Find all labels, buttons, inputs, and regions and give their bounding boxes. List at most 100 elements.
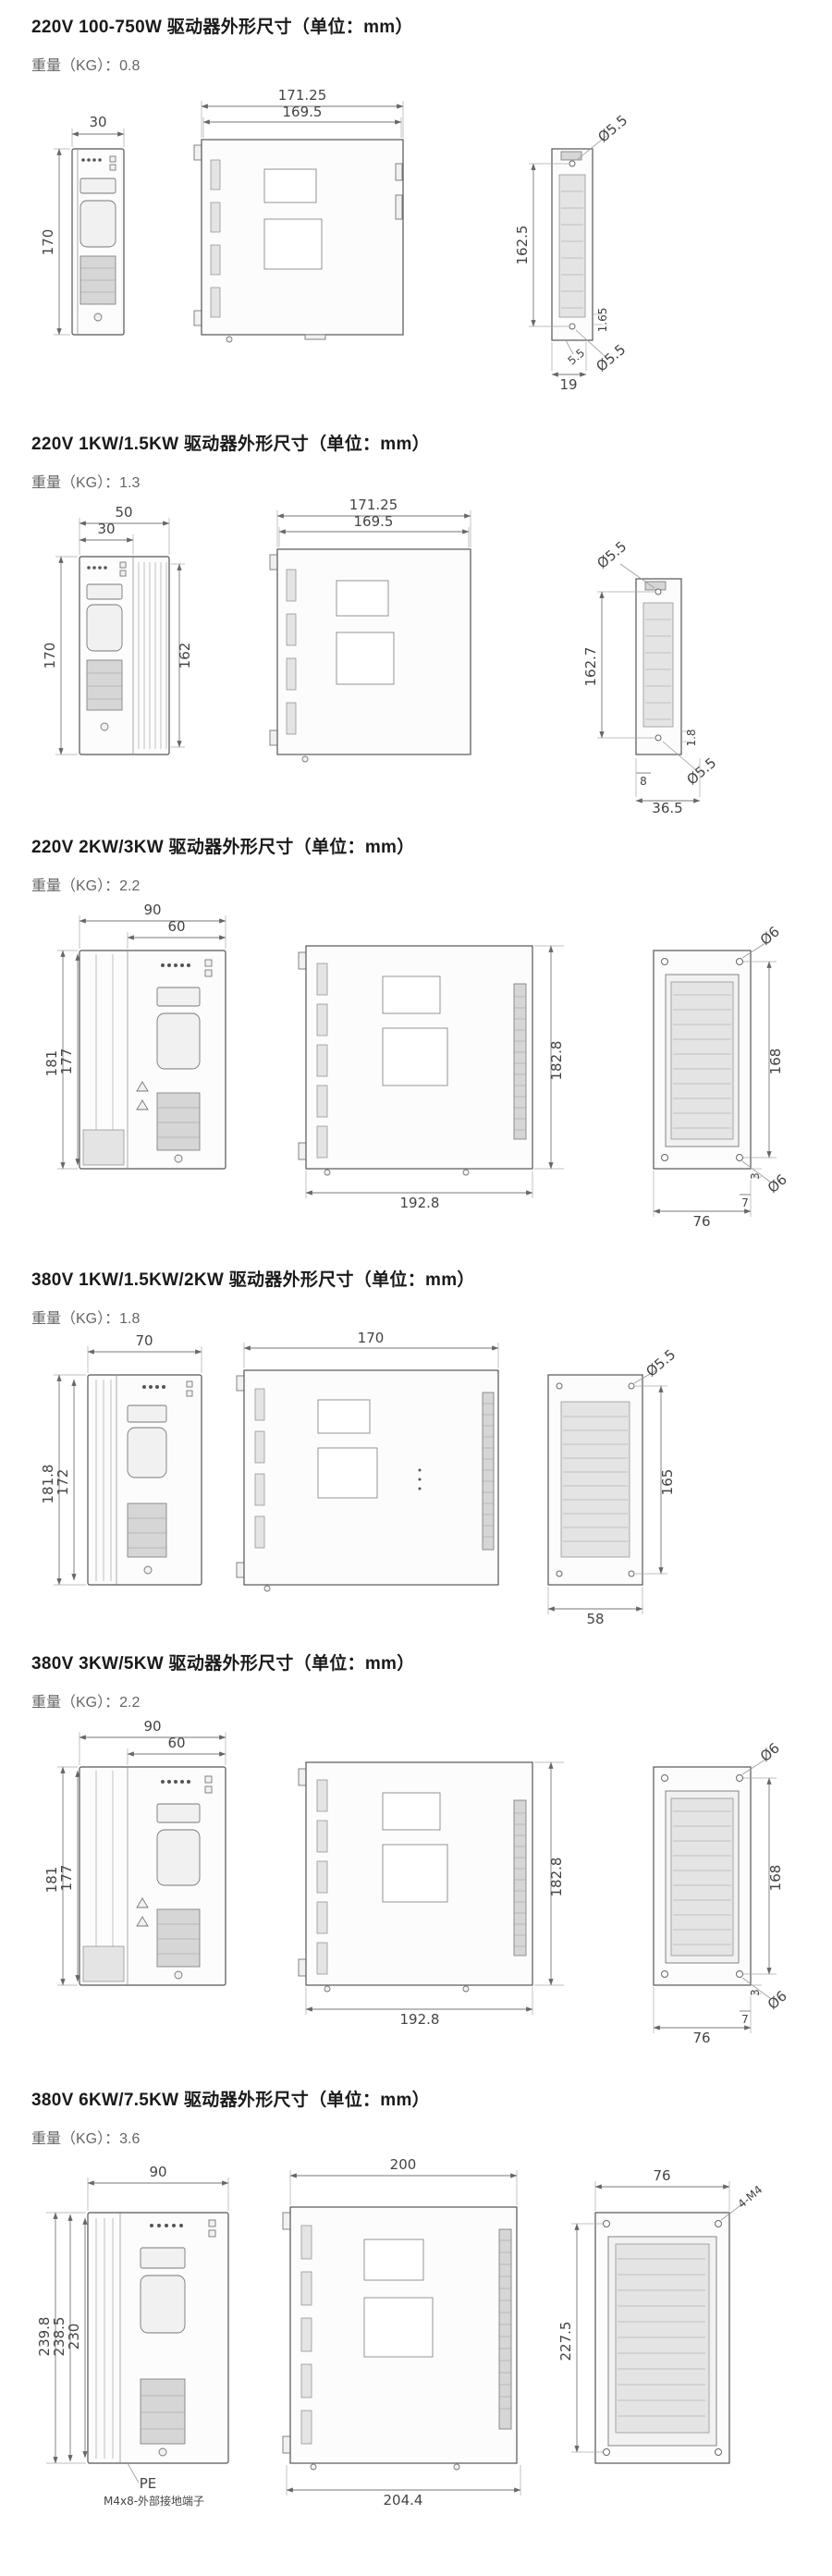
dim-bottom-edge: 3 [749, 1989, 762, 1996]
rear-view [653, 1766, 752, 1986]
dim-mount-hole-pitch: 168 [767, 1865, 784, 1892]
dim-front-height-inner: 172 [55, 1469, 71, 1496]
dim-top-hole-dia: Ø6 [757, 1739, 783, 1765]
front-view-dimensions: 90 60 181 177 [43, 1718, 226, 1986]
dim-mount-hole-pitch: 165 [659, 1469, 676, 1496]
dim-front-height: 170 [40, 229, 56, 256]
dim-rear-width: 76 [692, 2030, 710, 2046]
dim-front-width-outer: 90 [143, 902, 161, 918]
section-220v-100-750w: 220V 100-750W 驱动器外形尺寸（单位：mm） 重量（KG）：0.8 … [31, 13, 832, 430]
dim-front-width-outer: 90 [143, 1718, 161, 1735]
dim-side-width-outer: 171.25 [278, 87, 327, 104]
side-view [269, 548, 471, 763]
dim-side-width: 192.8 [400, 2011, 440, 2028]
dim-front-width: 30 [89, 114, 106, 130]
dim-bottom-offset: 36.5 [652, 800, 682, 815]
rear-view [547, 1374, 643, 1586]
dim-side-width-bottom: 204.4 [384, 2492, 423, 2509]
front-view-dimensions: 90 60 181 177 [43, 902, 226, 1170]
dim-side-height: 182.8 [548, 1858, 565, 1897]
dim-rear-width: 76 [653, 2167, 670, 2184]
dim-front-height-outer: 181 [43, 1867, 60, 1894]
dim-bottom-hole-dia: Ø6 [765, 1987, 790, 2013]
dim-side-width: 192.8 [400, 1195, 440, 1211]
dim-mount-hole-pitch: 168 [767, 1049, 784, 1075]
front-view [71, 148, 125, 336]
front-view-dimensions: 90 239.8 238.5 230 PE M4x8-外部接地端子 [36, 2164, 229, 2508]
dimension-drawing: 70 181.8 172 [40, 1331, 679, 1627]
section-380v-1kw-2kw: 380V 1KW/1.5KW/2KW 驱动器外形尺寸（单位：mm） 重量（KG）… [31, 1266, 832, 1650]
dim-top-hole-dia: Ø5.5 [642, 1346, 679, 1380]
section-title: 220V 1KW/1.5KW 驱动器外形尺寸（单位：mm） [31, 435, 430, 454]
dim-bottom-hole-offset: 7 [741, 2013, 749, 2026]
dim-front-height-inner: 177 [58, 1049, 75, 1075]
side-view [236, 1369, 499, 1592]
rear-view [594, 2212, 730, 2464]
weight-label: 重量（KG）：2.2 [31, 878, 141, 894]
dim-side-width-inner: 169.5 [283, 104, 323, 120]
front-view-dimensions: 70 181.8 172 [40, 1332, 202, 1586]
dim-bottom-slot: 5.5 [566, 346, 588, 367]
section-title: 380V 6KW/7.5KW 驱动器外形尺寸（单位：mm） [31, 2091, 430, 2110]
dimension-drawing: 30 170 171.25 [40, 87, 630, 393]
dimension-drawing: 50 30 170 162 [42, 497, 719, 815]
front-view [87, 2212, 229, 2464]
pe-note: M4x8-外部接地端子 [104, 2494, 204, 2508]
section-title: 380V 1KW/1.5KW/2KW 驱动器外形尺寸（单位：mm） [31, 1270, 475, 1290]
dim-bottom-edge: 3 [749, 1172, 762, 1180]
weight-label: 重量（KG）：2.2 [31, 1695, 141, 1711]
corner-hole-note: 4-M4 [735, 2183, 765, 2211]
dim-front-hole-pitch: 162 [177, 643, 193, 669]
front-view-dimensions: 30 170 [40, 114, 125, 336]
rear-view [635, 578, 682, 755]
dim-front-height-mid: 238.5 [51, 2317, 67, 2357]
dim-bottom-lip: 1.8 [685, 729, 698, 746]
dim-bottom-offset: 19 [559, 376, 577, 393]
dim-front-height-inner: 230 [66, 2324, 82, 2350]
side-view [282, 2206, 518, 2471]
side-view-dimensions: 170 [243, 1331, 499, 1368]
dim-front-height-outer: 239.8 [36, 2317, 53, 2357]
dimension-drawing: 90 60 181 177 [43, 1718, 790, 2046]
dim-top-hole-dia: Ø6 [757, 923, 783, 949]
dim-bottom-lip: 1.65 [596, 308, 609, 333]
dim-front-width-outer: 50 [115, 504, 132, 521]
dim-side-width: 170 [358, 1331, 385, 1346]
side-view-dimensions: 182.8 192.8 [305, 1761, 565, 2028]
dim-front-height-inner: 177 [58, 1865, 75, 1892]
dim-front-height-outer: 181 [43, 1050, 60, 1077]
side-view [193, 139, 404, 343]
section-380v-6kw-7p5kw: 380V 6KW/7.5KW 驱动器外形尺寸（单位：mm） 重量（KG）：3.6 [31, 2086, 832, 2573]
front-view [79, 1766, 226, 1986]
side-view [298, 945, 533, 1176]
side-view-dimensions: 200 204.4 [286, 2156, 521, 2509]
front-view [79, 950, 226, 1170]
front-view-dimensions: 50 30 170 162 [42, 504, 193, 755]
rear-view [653, 950, 752, 1170]
pe-label: PE [140, 2475, 157, 2492]
dim-rear-width: 58 [586, 1611, 604, 1627]
weight-label: 重量（KG）：3.6 [31, 2131, 141, 2147]
weight-label: 重量（KG）：1.8 [31, 1311, 141, 1327]
dim-bottom-hole-offset: 7 [741, 1196, 749, 1209]
dim-side-width-outer: 171.25 [349, 497, 398, 513]
dim-front-width: 90 [149, 2164, 166, 2180]
dim-bottom-hole-dia: Ø5.5 [683, 754, 719, 789]
rear-view [551, 148, 593, 341]
side-view [298, 1761, 533, 1993]
side-view-dimensions: 171.25 169.5 [276, 497, 471, 547]
section-title: 380V 3KW/5KW 驱动器外形尺寸（单位：mm） [31, 1654, 415, 1674]
dim-front-height-outer: 181.8 [40, 1465, 56, 1504]
dim-bottom-offset-small: 8 [640, 775, 647, 788]
section-220v-1kw-1p5kw: 220V 1KW/1.5KW 驱动器外形尺寸（单位：mm） 重量（KG）：1.3 [31, 430, 832, 833]
section-title: 220V 2KW/3KW 驱动器外形尺寸（单位：mm） [31, 838, 415, 857]
front-view [79, 556, 170, 755]
dim-mount-hole-pitch: 162.7 [582, 647, 599, 687]
weight-label: 重量（KG）：0.8 [31, 58, 141, 74]
dim-bottom-hole-dia: Ø5.5 [593, 341, 629, 375]
section-220v-2kw-3kw: 220V 2KW/3KW 驱动器外形尺寸（单位：mm） 重量（KG）：2.2 [31, 833, 832, 1266]
dim-front-height: 170 [42, 643, 58, 669]
side-view-dimensions: 171.25 169.5 [201, 87, 404, 138]
dim-side-width-inner: 169.5 [354, 513, 394, 530]
dimension-drawing: 90 239.8 238.5 230 PE M4x8-外部接地端子 [36, 2156, 765, 2509]
